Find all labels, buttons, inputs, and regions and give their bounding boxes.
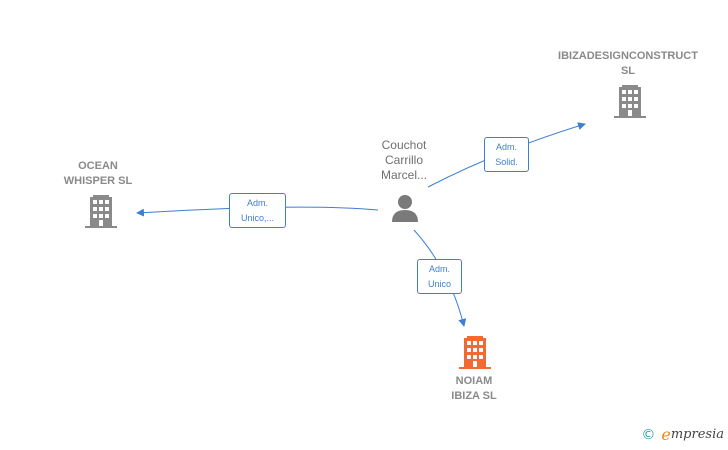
edge-label-line: Adm. [495, 142, 517, 152]
edge-label-line: Solid. [495, 157, 518, 167]
copyright-icon: © [641, 426, 656, 443]
building-icon-highlighted[interactable] [459, 336, 491, 369]
building-icon[interactable] [614, 85, 646, 118]
node-name-line: IBIZA SL [451, 390, 497, 402]
edge-label-to-ocean-whisper[interactable]: Adm. Unico,... [229, 193, 286, 228]
person-label[interactable]: Couchot Carrillo Marcel... [354, 138, 454, 183]
edge-label-to-noiam[interactable]: Adm. Unico [417, 259, 462, 294]
node-name-line: WHISPER SL [63, 175, 133, 187]
node-label-noiam[interactable]: NOIAM IBIZA SL [424, 374, 524, 404]
edge-label-line: Unico [427, 279, 451, 289]
edge-label-line: Unico,... [240, 213, 274, 223]
person-name-line: Marcel... [380, 168, 427, 182]
edge-label-line: Adm. [428, 264, 450, 274]
edge-label-to-ibizadesign[interactable]: Adm. Solid. [484, 137, 529, 172]
node-label-ocean-whisper[interactable]: OCEAN WHISPER SL [48, 159, 148, 189]
brand-logo-text: mpresia [670, 427, 724, 442]
person-name-line: Carrillo [384, 153, 423, 167]
node-name-line: IBIZADESIGNCONSTRUCT [558, 50, 698, 62]
person-icon[interactable] [392, 195, 418, 222]
brand-logo-e: e [661, 425, 671, 444]
person-name-line: Couchot [381, 138, 427, 152]
edge-label-line: Adm. [246, 198, 268, 208]
node-name-line: SL [620, 65, 636, 77]
node-label-ibizadesign[interactable]: IBIZADESIGNCONSTRUCT SL [548, 49, 708, 79]
node-name-line: OCEAN [78, 160, 118, 172]
building-icon[interactable] [85, 195, 117, 228]
node-name-line: NOIAM [455, 375, 493, 387]
